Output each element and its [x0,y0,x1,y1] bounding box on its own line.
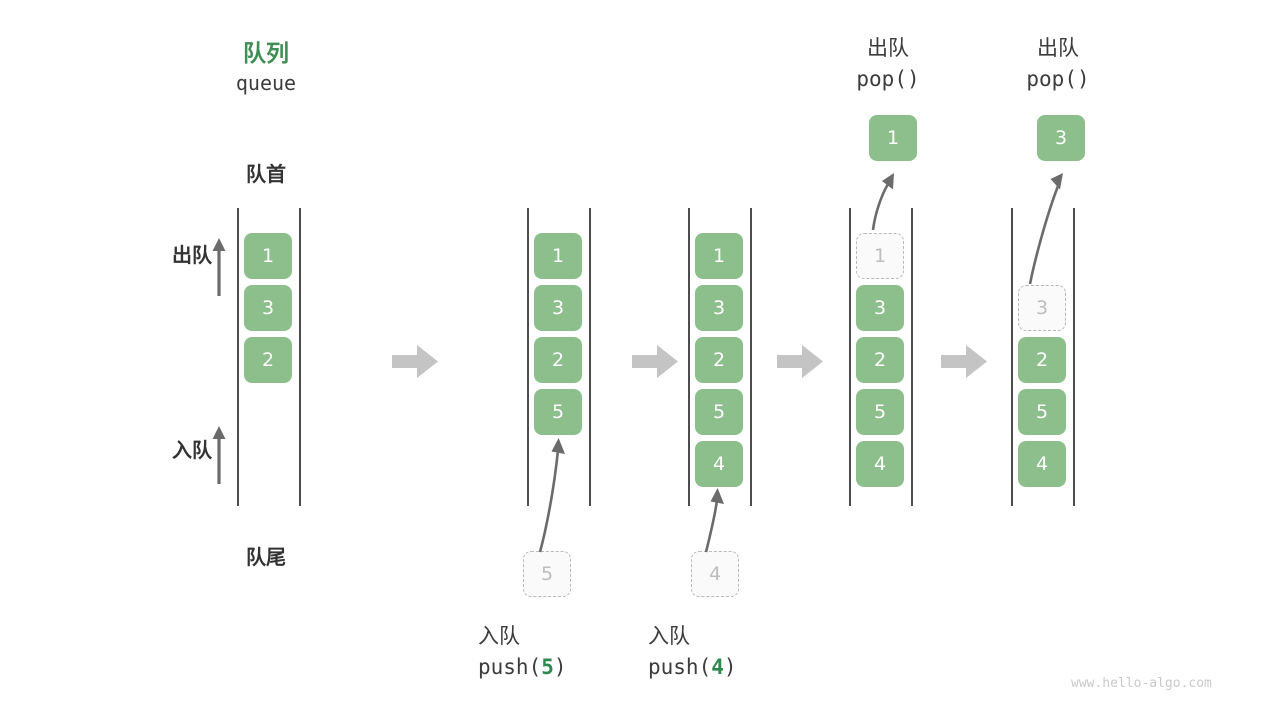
queue-cell: 4 [856,441,904,487]
op-code-pre: push( [648,655,712,679]
queue-rail-left [688,208,690,506]
enqueue-direction-label: 入队 [172,438,212,462]
watermark: www.hello-algo.com [1071,676,1212,691]
step-arrow-icon [632,345,678,378]
queue-rear-label: 队尾 [246,545,286,569]
queue-cell: 5 [1018,389,1066,435]
op-code-arg: 4 [711,655,724,679]
enqueue-direction-arrow-icon [210,424,228,486]
queue-rail-left [849,208,851,506]
incoming-element-ghost: 4 [691,551,739,597]
operation-label-cn: 入队 [478,624,520,648]
queue-cell: 2 [534,337,582,383]
dequeue-direction-label: 出队 [172,243,212,267]
dequeue-direction-arrow-icon [210,236,228,298]
queue-cell: 1 [534,233,582,279]
incoming-element-ghost: 5 [523,551,571,597]
queue-cell: 3 [695,285,743,331]
queue-cell: 3 [856,285,904,331]
push-curve-arrow-icon [520,430,590,560]
queue-cell-ghost: 3 [1018,285,1066,331]
operation-label-code: pop() [1026,67,1090,91]
queue-cell: 5 [695,389,743,435]
op-code-pre: push( [478,655,542,679]
queue-cell: 3 [244,285,292,331]
queue-rail-right [589,208,591,506]
queue-rail-right [299,208,301,506]
queue-cell: 2 [695,337,743,383]
operation-label-code: push(5) [478,655,678,679]
diagram-title-code: queue [235,71,297,95]
queue-cell: 2 [856,337,904,383]
queue-cell: 5 [534,389,582,435]
pop-curve-arrow-icon [1010,168,1080,288]
queue-cell-ghost: 1 [856,233,904,279]
op-code-post: ) [553,655,567,679]
queue-rail-left [1011,208,1013,506]
queue-front-label: 队首 [246,162,286,186]
queue-cell: 1 [695,233,743,279]
pop-curve-arrow-icon [855,168,915,234]
op-code-post: ) [723,655,737,679]
queue-cell: 1 [244,233,292,279]
push-curve-arrow-icon [688,482,758,560]
queue-cell: 2 [1018,337,1066,383]
queue-cell: 4 [695,441,743,487]
queue-cell: 3 [534,285,582,331]
popped-element: 1 [869,115,917,161]
popped-element: 3 [1037,115,1085,161]
operation-label-cn: 入队 [648,624,690,648]
queue-cell: 4 [1018,441,1066,487]
operation-label-code: push(4) [648,655,848,679]
operation-label-code: pop() [856,67,920,91]
operation-label-cn: 出队 [1037,36,1079,60]
queue-cell: 5 [856,389,904,435]
step-arrow-icon [941,345,987,378]
op-code-arg: 5 [541,655,554,679]
queue-rail-right [750,208,752,506]
queue-rail-left [237,208,239,506]
step-arrow-icon [392,345,438,378]
diagram-title-cn: 队列 [243,41,289,67]
operation-label-cn: 出队 [867,36,909,60]
queue-rail-right [1073,208,1075,506]
queue-cell: 2 [244,337,292,383]
queue-rail-right [911,208,913,506]
step-arrow-icon [777,345,823,378]
queue-rail-left [527,208,529,506]
